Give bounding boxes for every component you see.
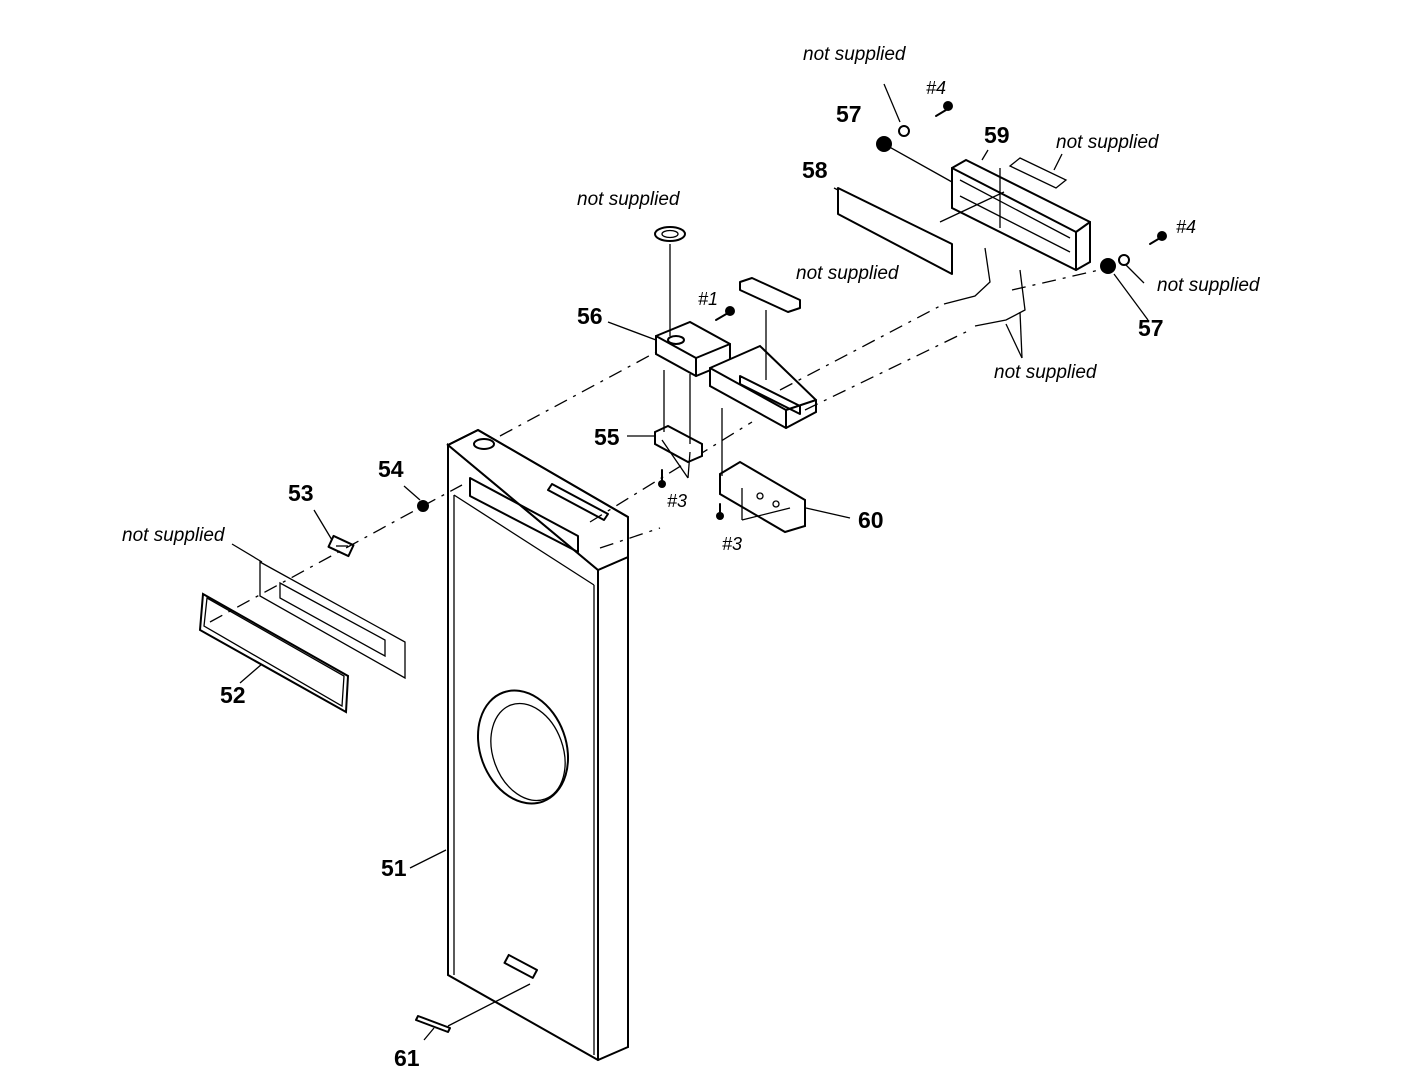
- screw-4-right: [1149, 231, 1167, 245]
- screw-1: [715, 306, 735, 321]
- label-58: 58: [802, 157, 828, 183]
- label-56: 56: [577, 303, 603, 329]
- note-not-supplied-cables: not supplied: [994, 362, 1098, 383]
- cables: [943, 247, 1026, 327]
- badge-61: [415, 983, 531, 1033]
- nut-57-top: [876, 125, 953, 183]
- sheet-58: [837, 187, 953, 275]
- label-60: 60: [858, 507, 884, 533]
- filter-sheet: [259, 560, 406, 680]
- oval-ring-top: [654, 226, 686, 336]
- note-not-supplied-ring: not supplied: [577, 189, 681, 210]
- label-57-right: 57: [1138, 315, 1164, 341]
- label-61: 61: [394, 1045, 420, 1071]
- display-board-59: [951, 157, 1091, 272]
- board-60: [716, 408, 806, 534]
- leader-lines: [231, 83, 1149, 1041]
- front-panel-51: [446, 428, 629, 1062]
- label-screw-3-left: #3: [667, 491, 687, 511]
- label-59: 59: [984, 122, 1010, 148]
- label-55: 55: [594, 424, 620, 450]
- label-53: 53: [288, 480, 314, 506]
- nut-57-right: [1100, 254, 1130, 274]
- note-not-supplied-57: not supplied: [1157, 275, 1261, 296]
- label-57-top: 57: [836, 101, 862, 127]
- plate-55: [654, 370, 703, 488]
- label-screw-3-right: #3: [722, 534, 742, 554]
- screw-4-top: [935, 101, 953, 117]
- label-screw-4-top: #4: [926, 78, 946, 98]
- note-not-supplied-sheet: not supplied: [122, 525, 226, 546]
- center-bracket: [709, 344, 817, 430]
- note-not-supplied-oval: not supplied: [796, 263, 900, 284]
- label-screw-4-right: #4: [1176, 217, 1196, 237]
- label-screw-1: #1: [698, 289, 718, 309]
- note-not-supplied-59: not supplied: [1056, 132, 1160, 153]
- label-54: 54: [378, 456, 404, 482]
- label-52: 52: [220, 682, 246, 708]
- label-51: 51: [381, 855, 407, 881]
- window-plate-52: [198, 592, 350, 714]
- oval-ring-long: [739, 277, 801, 380]
- note-not-supplied-top: not supplied: [803, 44, 907, 65]
